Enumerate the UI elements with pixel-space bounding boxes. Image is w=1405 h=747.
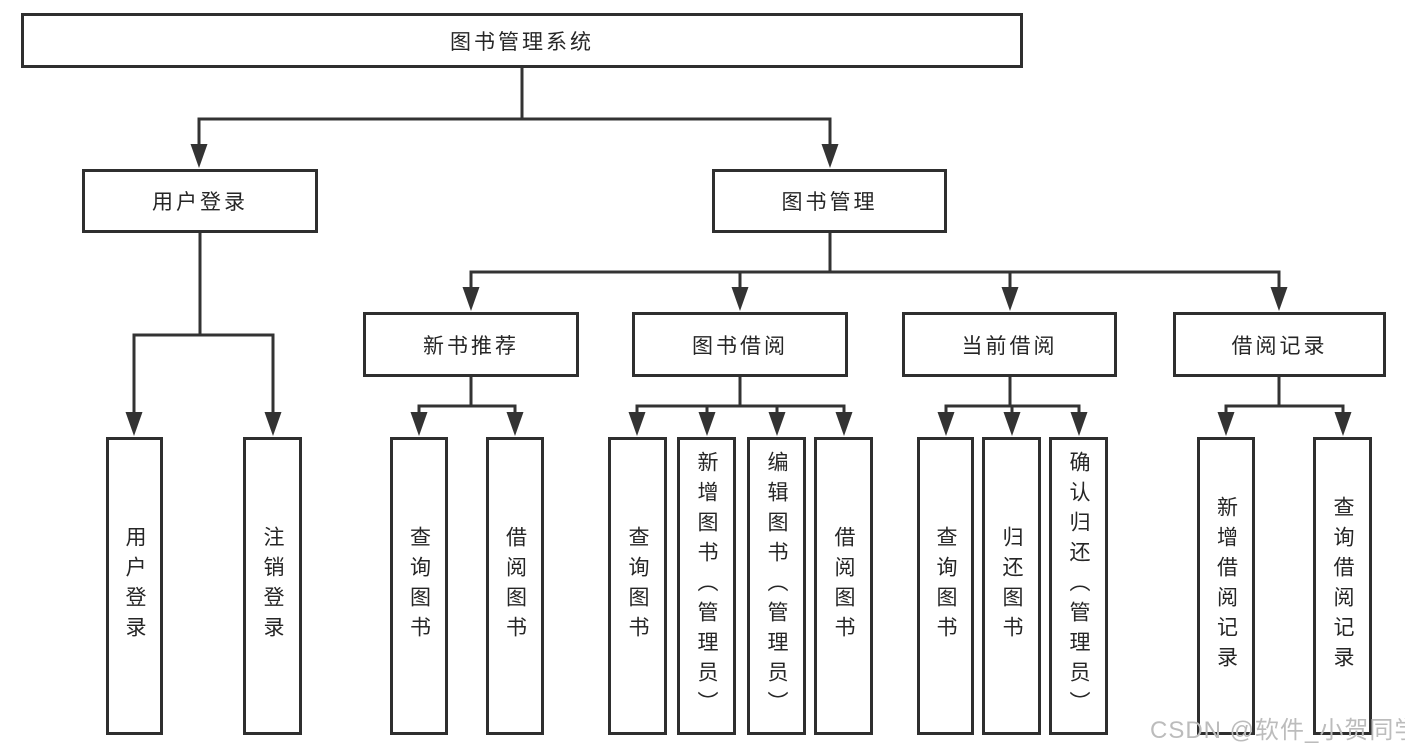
leaf-add-books-admin: 新增图书（管理员） bbox=[677, 437, 736, 735]
arrowhead bbox=[190, 144, 208, 168]
arrowhead bbox=[1270, 287, 1288, 311]
arrowhead bbox=[264, 412, 282, 436]
node-new-book-recommend: 新书推荐 bbox=[363, 312, 579, 377]
leaf-user-login: 用户登录 bbox=[106, 437, 163, 735]
node-current-borrowing: 当前借阅 bbox=[902, 312, 1117, 377]
leaf-borrow-books-borrowing: 借阅图书 bbox=[814, 437, 873, 735]
arrowhead bbox=[1070, 412, 1088, 436]
arrowhead bbox=[1217, 412, 1235, 436]
leaf-query-borrow-record: 查询借阅记录 bbox=[1313, 437, 1372, 735]
arrowhead bbox=[698, 412, 716, 436]
node-borrowing-records: 借阅记录 bbox=[1173, 312, 1386, 377]
arrowhead bbox=[1334, 412, 1352, 436]
arrowhead bbox=[937, 412, 955, 436]
leaf-query-books-recommend: 查询图书 bbox=[390, 437, 448, 735]
arrowhead bbox=[628, 412, 646, 436]
csdn-watermark: CSDN @软件_小贺同学 bbox=[1150, 717, 1405, 744]
node-user-login: 用户登录 bbox=[82, 169, 318, 233]
arrowhead bbox=[1001, 287, 1019, 311]
leaf-borrow-books-recommend: 借阅图书 bbox=[486, 437, 544, 735]
leaf-query-books-current: 查询图书 bbox=[917, 437, 974, 735]
leaf-return-books: 归还图书 bbox=[982, 437, 1041, 735]
arrowhead bbox=[821, 144, 839, 168]
arrowhead bbox=[410, 412, 428, 436]
arrowhead bbox=[835, 412, 853, 436]
leaf-query-books-borrowing: 查询图书 bbox=[608, 437, 667, 735]
arrowhead bbox=[125, 412, 143, 436]
arrowhead bbox=[506, 412, 524, 436]
node-book-management: 图书管理 bbox=[712, 169, 947, 233]
leaf-edit-books-admin: 编辑图书（管理员） bbox=[747, 437, 806, 735]
arrowhead bbox=[768, 412, 786, 436]
arrowhead bbox=[731, 287, 749, 311]
node-book-borrowing: 图书借阅 bbox=[632, 312, 848, 377]
leaf-logout: 注销登录 bbox=[243, 437, 302, 735]
leaf-confirm-return-admin: 确认归还（管理员） bbox=[1049, 437, 1108, 735]
leaf-add-borrow-record: 新增借阅记录 bbox=[1197, 437, 1255, 735]
arrowhead bbox=[1003, 412, 1021, 436]
node-root: 图书管理系统 bbox=[21, 13, 1023, 68]
arrowhead bbox=[462, 287, 480, 311]
